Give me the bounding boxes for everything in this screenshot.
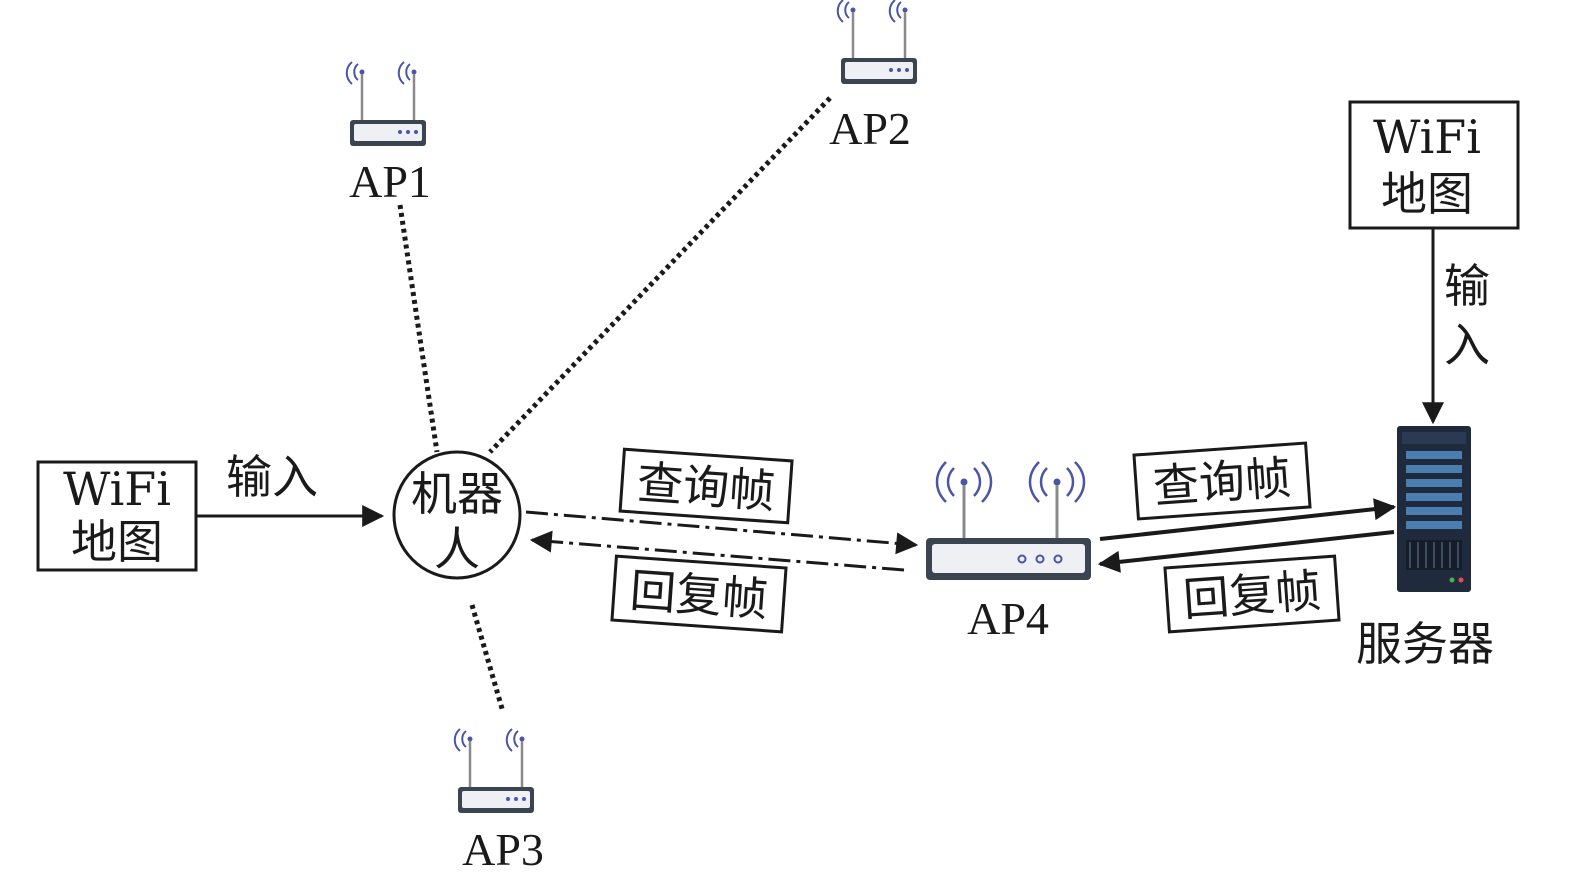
ap3-label: AP3 bbox=[462, 824, 544, 875]
robot-reply-tag: 回复帧 bbox=[610, 554, 788, 634]
server-reply-tag: 回复帧 bbox=[1163, 554, 1341, 634]
right-input-label-2: 入 bbox=[1444, 318, 1490, 372]
robot-reply-arrow bbox=[529, 530, 905, 572]
left-map-line1: WiFi bbox=[63, 462, 171, 516]
left-wifi-map-box: WiFi 地图 bbox=[36, 460, 198, 572]
server-label: 服务器 bbox=[1356, 617, 1494, 671]
right-map-line1: WiFi bbox=[1373, 110, 1481, 164]
ap4-label: AP4 bbox=[967, 593, 1049, 644]
robot-line1: 机器 bbox=[411, 467, 503, 521]
link-ap3-robot bbox=[469, 604, 506, 713]
left-map-line2: 地图 bbox=[71, 515, 163, 569]
right-map-line2: 地图 bbox=[1381, 167, 1473, 221]
server-reply-arrow bbox=[1097, 530, 1395, 573]
robot-reply-label: 回复帧 bbox=[628, 563, 769, 626]
left-input-label: 输入 bbox=[226, 450, 318, 504]
ap1-label: AP1 bbox=[349, 156, 431, 207]
right-input-label-1: 输 bbox=[1444, 259, 1490, 313]
server-icon bbox=[1397, 426, 1471, 592]
server-query-arrow bbox=[1099, 498, 1397, 541]
link-ap2-robot bbox=[488, 96, 832, 454]
server-reply-label: 回复帧 bbox=[1181, 563, 1322, 626]
robot-node: 机器 人 bbox=[392, 450, 522, 580]
robot-query-label: 查询帧 bbox=[635, 455, 776, 518]
ap3-router-icon bbox=[453, 727, 536, 815]
robot-query-tag: 查询帧 bbox=[618, 447, 794, 525]
ap4-router-icon bbox=[926, 461, 1091, 580]
robot-query-arrow bbox=[525, 510, 919, 555]
server-query-label: 查询帧 bbox=[1151, 450, 1292, 513]
ap2-label: AP2 bbox=[829, 103, 911, 154]
right-wifi-map-box: WiFi 地图 bbox=[1348, 100, 1520, 230]
server-query-tag: 查询帧 bbox=[1132, 441, 1312, 521]
robot-line2: 人 bbox=[434, 522, 480, 576]
ap2-router-icon bbox=[836, 0, 919, 86]
link-ap1-robot bbox=[397, 204, 440, 453]
ap1-router-icon bbox=[345, 60, 428, 148]
